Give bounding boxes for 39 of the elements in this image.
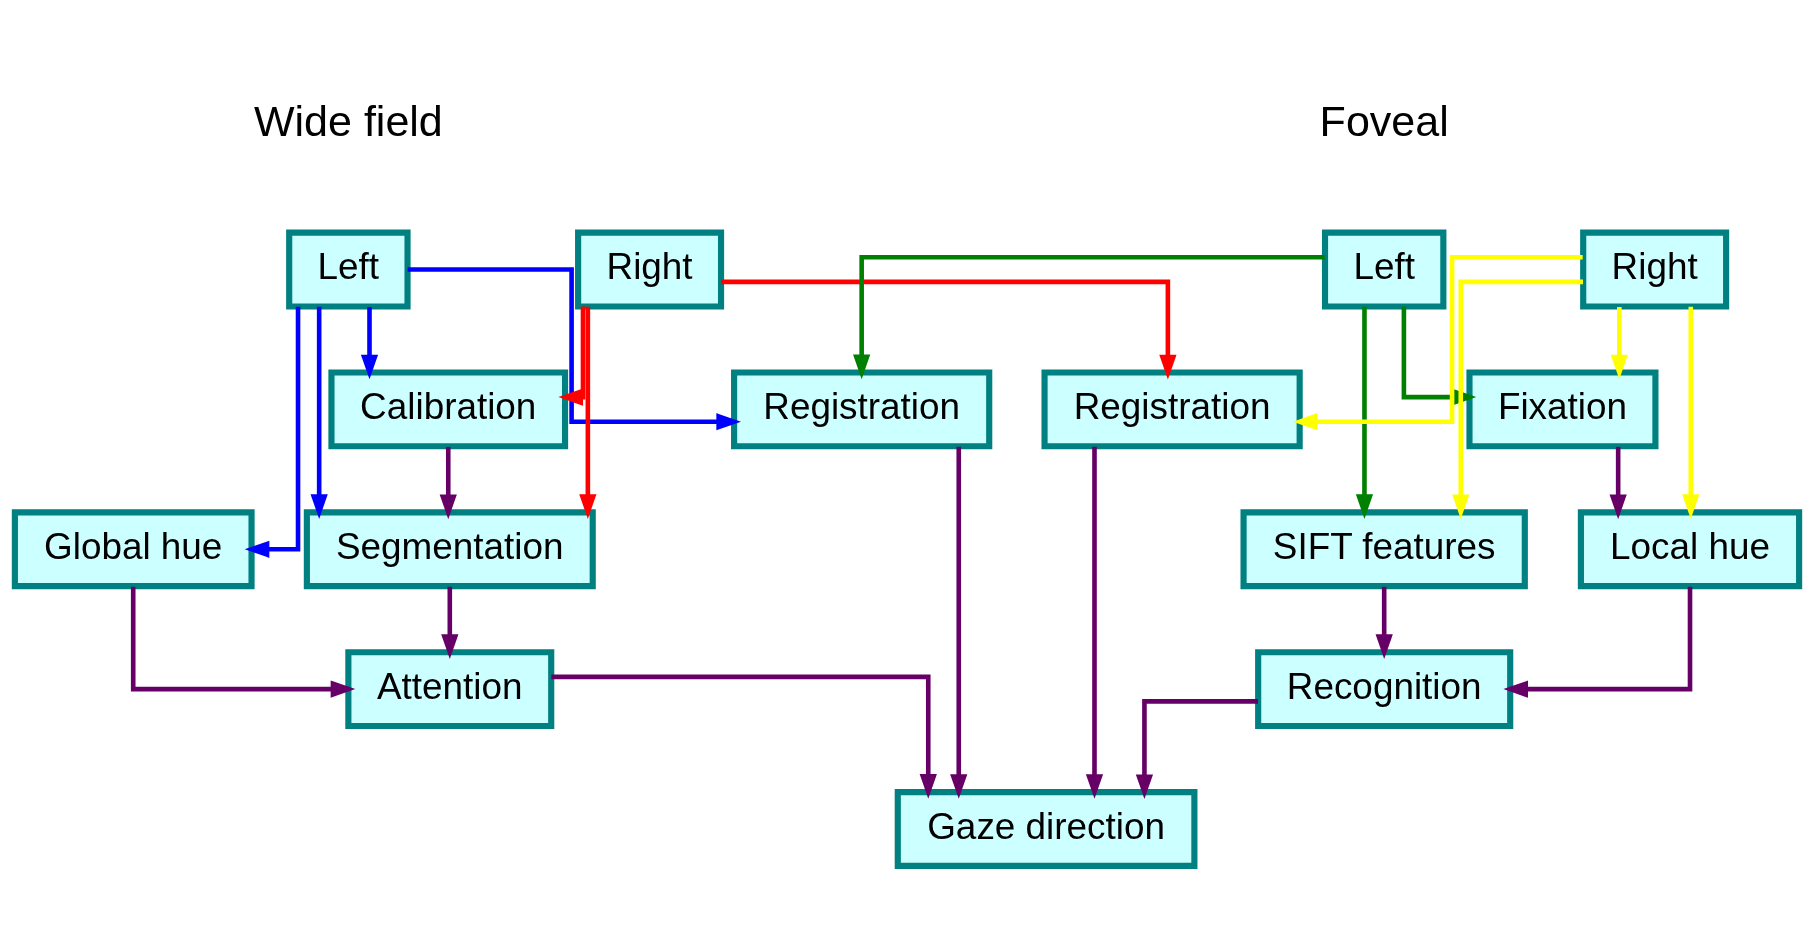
node-box: Fixation	[1466, 368, 1659, 449]
arrow	[853, 254, 1325, 379]
arrow	[950, 446, 968, 799]
node-box: SIFT features	[1240, 508, 1528, 589]
arrow	[360, 306, 379, 379]
node-box: Right	[1580, 229, 1730, 310]
node-box: Calibration	[328, 368, 569, 449]
node-box: Segmentation	[303, 508, 596, 589]
node-box: Left	[1321, 229, 1447, 310]
arrow	[1503, 586, 1693, 698]
label: Foveal	[1319, 96, 1449, 145]
arrow	[441, 586, 459, 659]
arrow	[721, 279, 1177, 379]
node-box: Right	[575, 229, 725, 310]
arrow	[1085, 446, 1104, 799]
arrow	[1355, 306, 1374, 519]
arrow	[579, 306, 597, 519]
node-box: Global hue	[11, 508, 255, 589]
node-box: Attention	[345, 648, 555, 729]
node-box: Left	[286, 229, 411, 310]
node-box: Recognition	[1255, 648, 1514, 729]
node-box: Registration	[731, 368, 993, 449]
arrow	[310, 306, 328, 519]
arrow	[130, 586, 356, 698]
arrow	[551, 674, 937, 799]
arrow	[1609, 446, 1627, 519]
arrow	[244, 306, 301, 558]
node-box: Gaze direction	[894, 788, 1198, 869]
arrow	[1375, 586, 1393, 659]
arrow	[1682, 306, 1700, 519]
arrow	[407, 266, 741, 430]
arrow	[1610, 306, 1628, 379]
node-box: Registration	[1041, 368, 1303, 449]
label: Wide field	[253, 96, 443, 145]
node-box: Local hue	[1577, 508, 1803, 589]
arrow	[1135, 698, 1258, 799]
arrow	[439, 446, 457, 519]
arrow	[558, 305, 586, 406]
arrow	[1292, 254, 1583, 430]
